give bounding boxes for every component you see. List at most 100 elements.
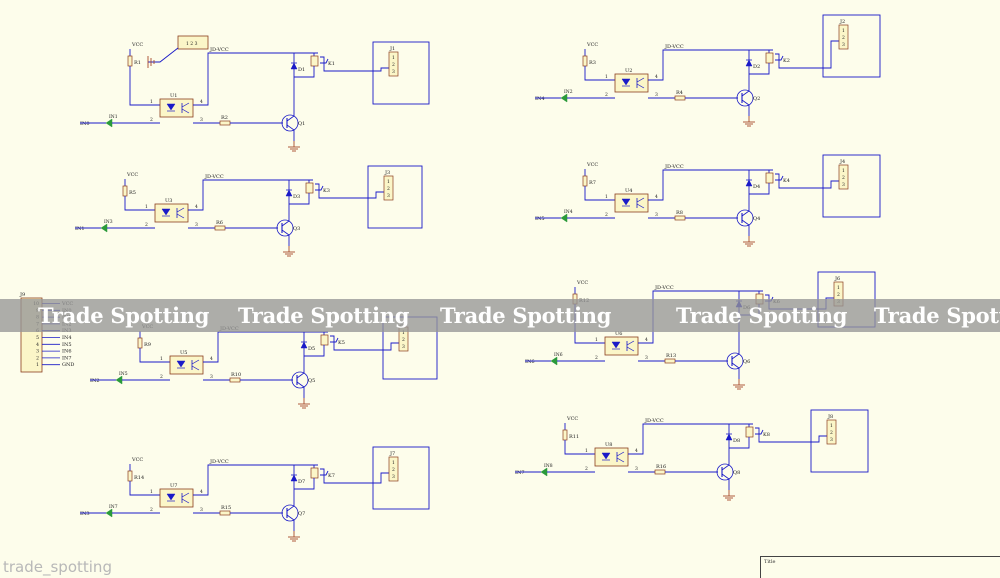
opto-pin-4: 4 [635,448,638,454]
opto-pin-1: 1 [160,356,163,362]
input-signal-label: IN5 [535,216,545,222]
opto-transistor-emitter [191,365,200,371]
terminal-outline [822,154,881,218]
terminal-pin-3: 3 [830,437,833,443]
transistor-body [736,89,754,107]
input-port-label: IN3 [104,219,113,225]
coil-bottom-wire [304,345,325,357]
transistor-collector-lead [281,220,290,227]
opto-pin-1: 1 [605,194,608,200]
terminal-pin-3: 3 [842,182,845,188]
terminal-pin-1: 1 [402,330,405,336]
transistor-body [716,463,734,481]
input-port-icon [550,356,558,366]
vcc-label: VCC [586,42,598,48]
terminal-outline [810,409,869,473]
input-port-icon [105,118,113,128]
relay-label: K7 [328,473,335,479]
input-signal-label: IN6 [525,359,535,365]
jdvcc-rail [203,331,328,363]
pullup-resistor-label: R9 [144,342,151,348]
relay-contact-wire [755,427,827,443]
opto-pin-4: 4 [655,74,658,80]
flyback-diode-icon [300,341,308,349]
opto-pin-4: 4 [200,489,203,495]
base-resistor [229,377,241,383]
terminal-connector [838,24,849,50]
opto-pin-2: 2 [160,374,163,380]
opto-transistor-collector [176,207,185,213]
opto-transistor-emitter [181,108,190,114]
transistor-emitter-lead [741,99,750,106]
relay-label: K8 [763,432,770,438]
flyback-diode-label: D2 [753,64,760,70]
opto-coupler-body [159,98,194,118]
opto-transistor-collector [191,359,200,365]
ground-icon [723,490,735,501]
input-port-icon [540,467,548,477]
terminal-connector [838,164,849,190]
base-resistor-label: R4 [676,90,683,96]
terminal-pin-2: 2 [392,467,395,473]
relay-coil [765,52,774,64]
opto-coupler-body [159,488,194,508]
flyback-diode-icon [745,59,753,67]
vcc-label: VCC [131,457,143,463]
ground-icon [283,246,295,257]
input-port-icon [100,223,108,233]
base-resistor [654,469,666,475]
transistor-emitter-lead [286,514,295,521]
relay-switch-arm [755,429,764,435]
flyback-diode-icon [290,62,298,70]
opto-pin-3: 3 [195,222,198,228]
relay-switch-arm [320,470,329,476]
opto-led-icon [166,103,176,111]
ground-icon [743,236,755,247]
relay-contact-wire [320,468,389,484]
opto-coupler-label: U4 [625,188,632,194]
input-signal-label: IN3 [80,511,90,517]
vcc-label: VCC [576,280,588,286]
opto-coupler-body [169,355,204,375]
ground-icon [288,141,300,152]
base-resistor [214,225,226,231]
coil-bottom-wire [294,66,315,78]
base-resistor-label: R6 [216,220,223,226]
base-resistor [674,215,686,221]
input-port-label: IN2 [564,89,573,95]
header-pin-2: 2 [36,355,39,361]
pullup-resistor [562,429,568,441]
terminal-pin-3: 3 [392,474,395,480]
ground-source-body [177,35,209,50]
header-pin-4: 4 [36,342,39,348]
input-port-label: IN7 [109,504,118,510]
transistor-body [726,352,744,370]
opto-pin-2: 2 [605,212,608,218]
pullup-resistor [127,470,133,482]
base-resistor-label: R10 [231,372,241,378]
opto-pin-3: 3 [655,92,658,98]
base-resistor-label: R2 [221,115,228,121]
terminal-pin-1: 1 [837,285,840,291]
base-resistor-label: R13 [666,353,676,359]
opto-transistor-collector [636,197,645,203]
opto-coupler-body [154,203,189,223]
opto-pin-1: 1 [145,204,148,210]
transistor-label: Q7 [298,511,305,517]
coil-bottom-wire [749,63,770,75]
transistor-emitter-lead [731,362,740,369]
coil-bottom-wire [289,193,310,205]
opto-pin-1: 1 [605,74,608,80]
terminal-label: J2 [839,19,845,25]
jdvcc-label: JD-VCC [654,285,674,291]
transistor-collector-lead [741,90,750,97]
opto-anode-wire [584,186,615,201]
transistor-collector-lead [296,372,305,379]
terminal-outline [822,14,881,78]
input-port-icon [560,93,568,103]
flyback-diode-label: D1 [298,67,305,73]
input-signal-label: IN1 [75,226,85,232]
input-port-label: IN5 [119,371,128,377]
terminal-connector [388,51,399,77]
